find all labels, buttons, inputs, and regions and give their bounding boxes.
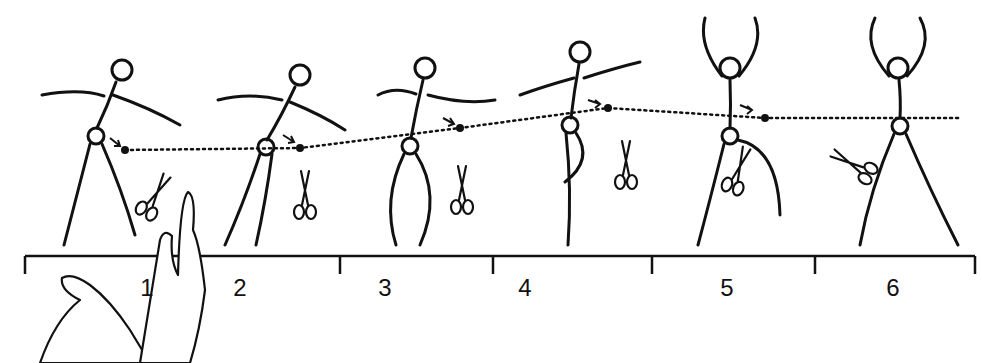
dancer-figures (42, 18, 958, 245)
ruler-number: 3 (378, 276, 391, 300)
ruler-number: 4 (518, 276, 531, 300)
small-arrows (110, 100, 752, 146)
path-dots (121, 104, 769, 154)
ruler-number: 6 (886, 276, 899, 300)
motion-path (125, 108, 960, 150)
ruler-number: 5 (720, 276, 733, 300)
ruler-number: 1 (140, 276, 153, 300)
scissors (133, 141, 879, 223)
hands (40, 192, 205, 363)
ruler-number: 2 (233, 276, 246, 300)
